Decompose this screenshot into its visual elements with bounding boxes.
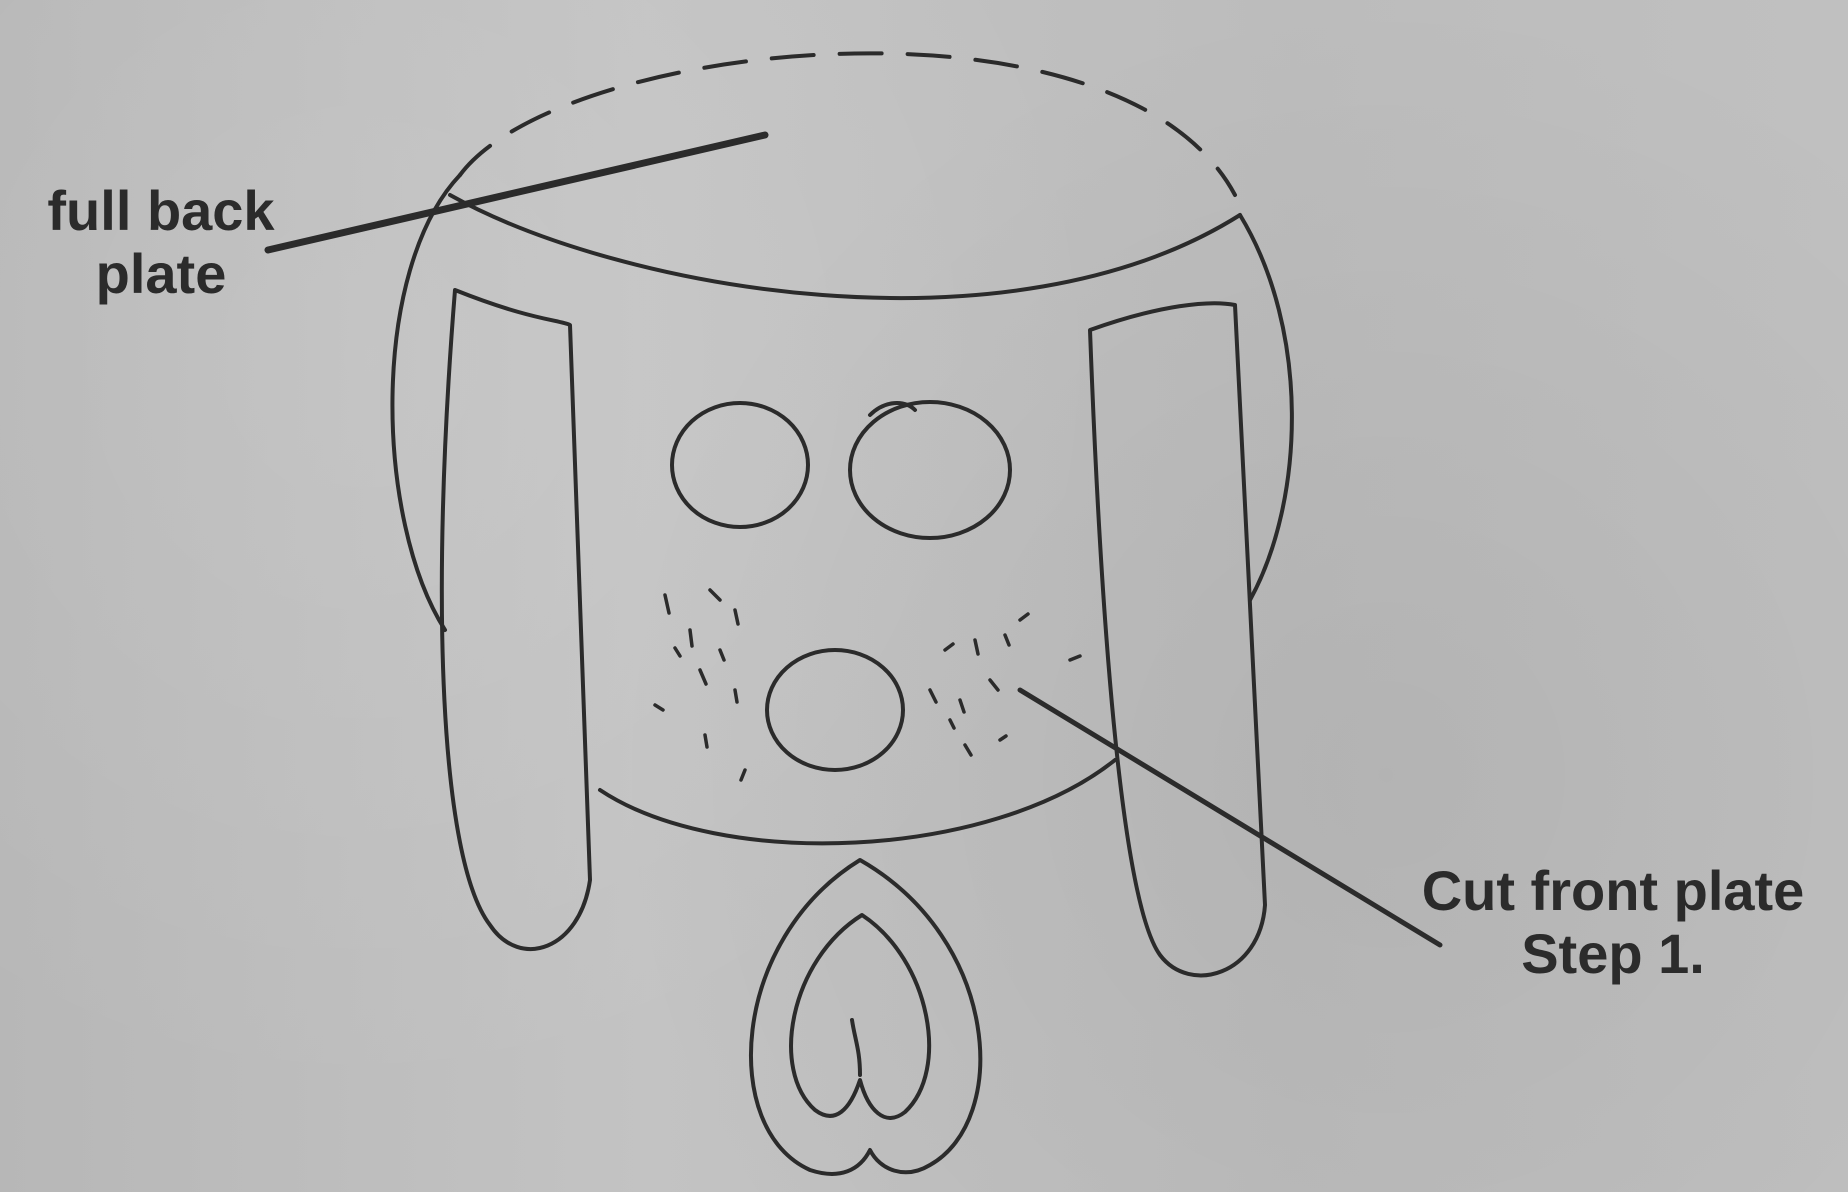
front-plate-label-line1: Cut front plate bbox=[1388, 860, 1838, 923]
right-cheek-freckles bbox=[930, 614, 1080, 755]
front-plate-top-edge bbox=[450, 195, 1240, 298]
back-plate-pointer-line bbox=[268, 135, 765, 250]
back-plate-label-line2: plate bbox=[16, 243, 306, 306]
front-plate-label-line2: Step 1. bbox=[1388, 923, 1838, 986]
back-plate-outline bbox=[392, 175, 460, 630]
back-plate-dashed-top bbox=[460, 53, 1235, 195]
front-plate-label: Cut front plate Step 1. bbox=[1388, 860, 1838, 985]
back-plate-label: full back plate bbox=[16, 180, 306, 305]
left-cheek-freckles bbox=[655, 590, 745, 780]
heart-tag-crease bbox=[852, 1020, 860, 1075]
back-plate-label-line1: full back bbox=[16, 180, 306, 243]
left-ear bbox=[442, 290, 590, 949]
nose bbox=[767, 650, 903, 770]
right-ear bbox=[1090, 303, 1265, 975]
front-plate-pointer-line bbox=[1020, 690, 1440, 945]
heart-tag-inner bbox=[791, 915, 929, 1118]
front-plate-bottom-edge bbox=[600, 760, 1115, 843]
heart-tag-outer bbox=[751, 860, 980, 1174]
right-eye bbox=[850, 402, 1010, 538]
left-eye bbox=[672, 403, 808, 527]
